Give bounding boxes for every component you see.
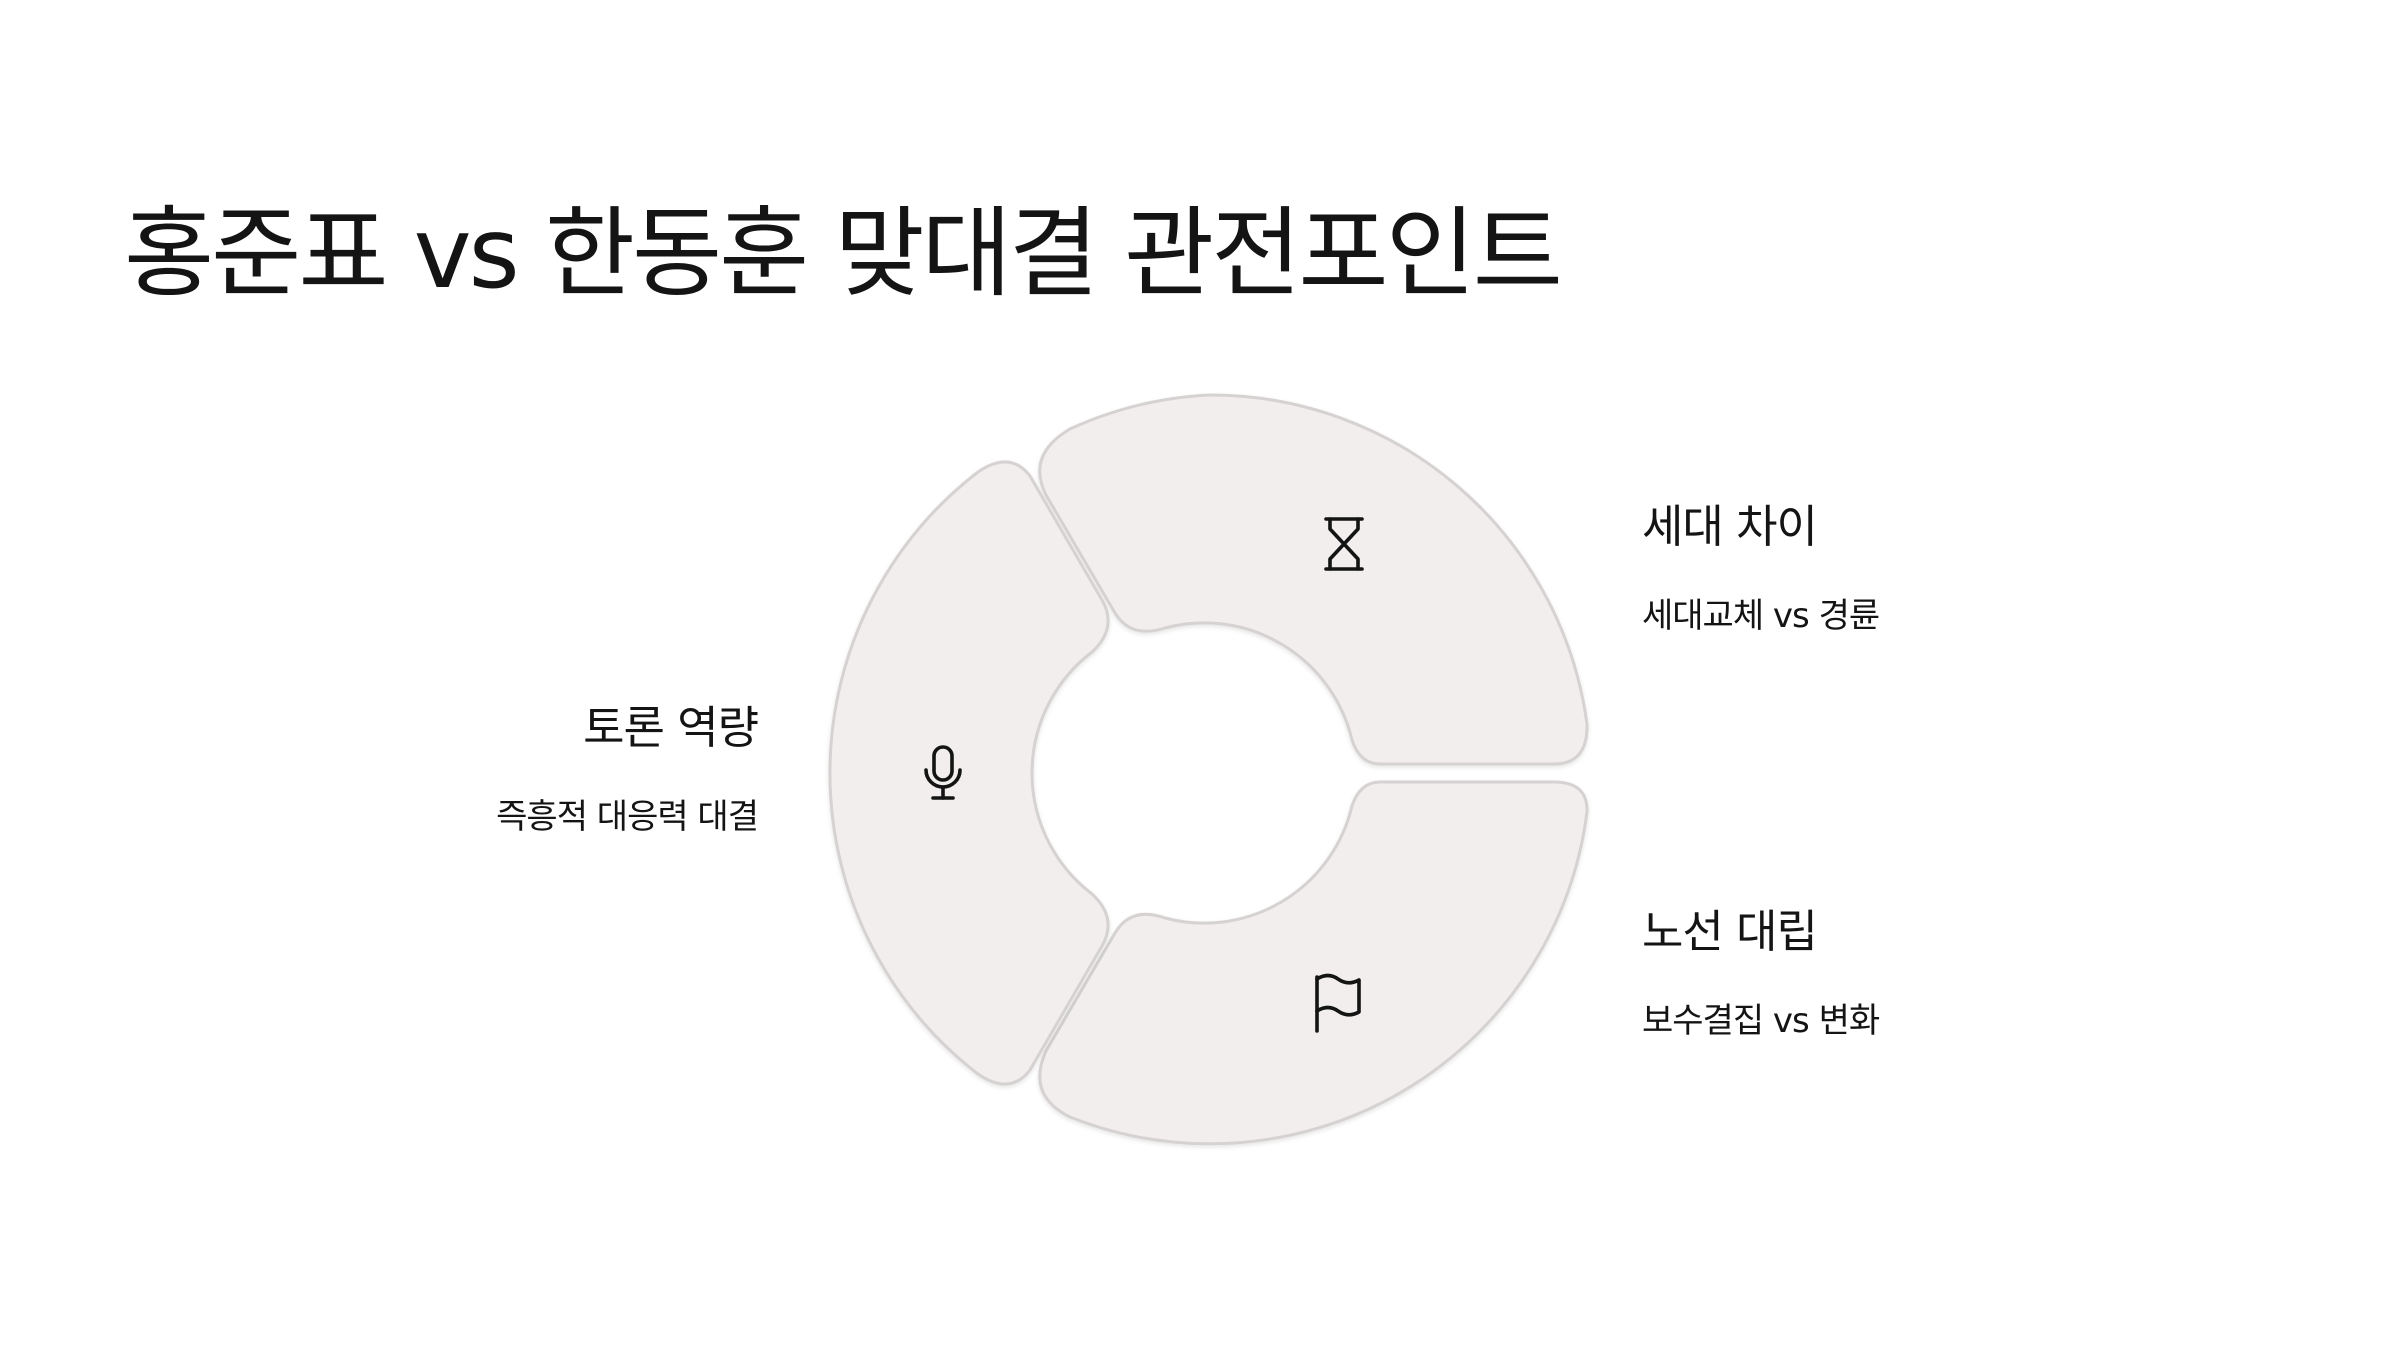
label-generation-gap-title: 세대 차이 (1642, 500, 1818, 553)
segment-debate-skill (828, 460, 1110, 1086)
page-title: 홍준표 vs 한동훈 맞대결 관전포인트 (124, 197, 1563, 311)
label-policy-conflict: 노선 대립 보수결집 vs 변화 (1642, 905, 2162, 1042)
label-debate-skill-desc: 즉흥적 대응력 대결 (496, 797, 759, 837)
label-policy-conflict-desc: 보수결집 vs 변화 (1642, 1001, 1880, 1041)
label-policy-conflict-title: 노선 대립 (1642, 905, 1818, 958)
segment-generation-gap (1038, 393, 1589, 766)
flag-icon (1315, 973, 1361, 1033)
label-generation-gap: 세대 차이 세대교체 vs 경륜 (1642, 500, 2162, 637)
label-debate-skill: 토론 역량 즉흥적 대응력 대결 (238, 701, 759, 838)
microphone-icon (924, 745, 962, 800)
segment-policy-conflict (1038, 780, 1589, 1146)
hourglass-icon (1324, 517, 1364, 571)
label-debate-skill-title: 토론 역량 (583, 701, 759, 754)
label-generation-gap-desc: 세대교체 vs 경륜 (1642, 596, 1880, 636)
